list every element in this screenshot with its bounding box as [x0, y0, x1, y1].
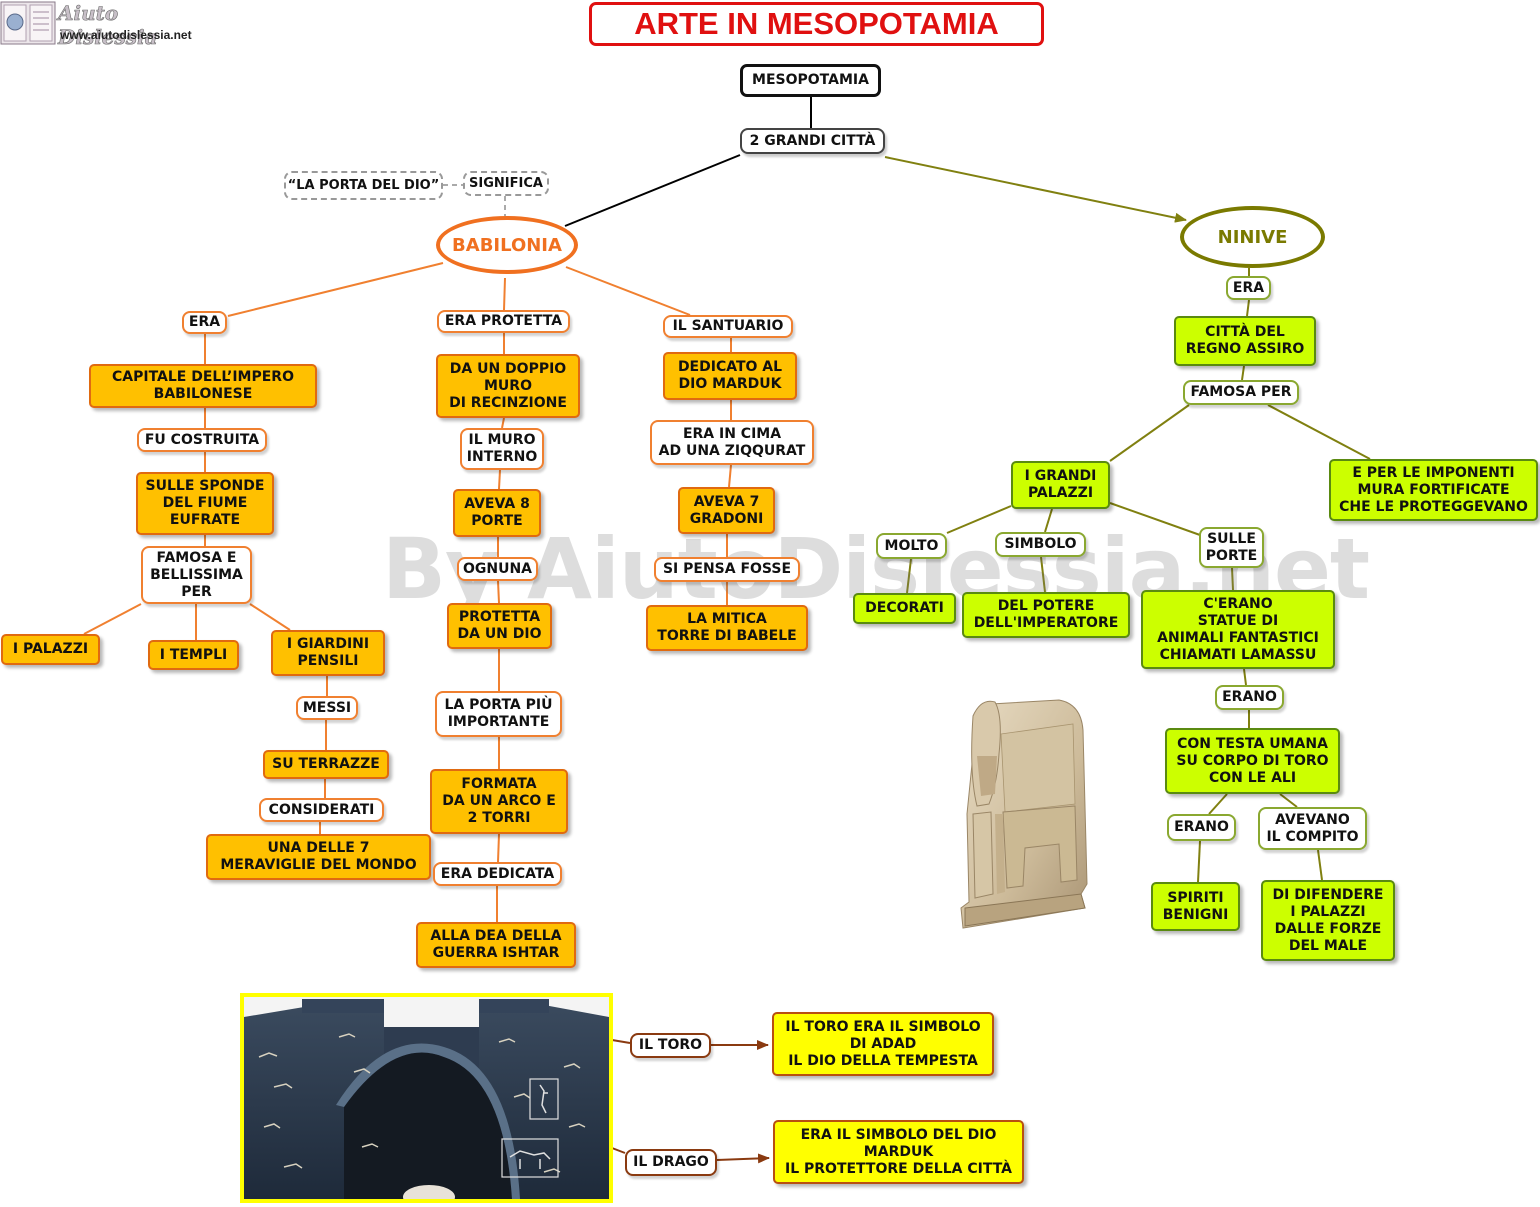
link-significa: SIGNIFICA: [463, 171, 549, 196]
link-il-toro: IL TORO: [630, 1033, 711, 1058]
node-lamassu: C'ERANO STATUE DI ANIMALI FANTASTICI CHI…: [1141, 590, 1335, 669]
link-era-dedicata: ERA DEDICATA: [433, 862, 562, 886]
link-ninive-era: ERA: [1226, 276, 1271, 300]
node-torre-babele: LA MITICA TORRE DI BABELE: [646, 605, 808, 651]
node-dedicato-marduk: DEDICATO AL DIO MARDUK: [663, 352, 797, 400]
node-drago-simbolo-marduk: ERA IL SIMBOLO DEL DIO MARDUK IL PROTETT…: [773, 1120, 1024, 1184]
link-messi: MESSI: [296, 696, 358, 720]
node-protetta-dio: PROTETTA DA UN DIO: [447, 603, 552, 649]
lamassu-statue-image: [960, 699, 1088, 929]
node-grandi-palazzi: I GRANDI PALAZZI: [1011, 461, 1110, 509]
link-sulle-porte: SULLE PORTE: [1199, 527, 1264, 568]
book-logo-icon: [0, 1, 56, 45]
link-ognuna: OGNUNA: [457, 557, 538, 581]
link-due-grandi-citta: 2 GRANDI CITTÀ: [740, 128, 885, 154]
node-sette-gradoni: AVEVA 7 GRADONI: [678, 487, 775, 534]
link-porta-importante: LA PORTA PIÙ IMPORTANTE: [435, 691, 562, 737]
link-era-protetta: ERA PROTETTA: [437, 310, 570, 333]
ishtar-gate-image: [240, 993, 613, 1203]
node-potere-imperatore: DEL POTERE DELL'IMPERATORE: [962, 592, 1130, 638]
node-babilonia: BABILONIA: [436, 216, 578, 274]
node-arco-torri: FORMATA DA UN ARCO E 2 TORRI: [430, 769, 568, 834]
link-erano: ERANO: [1215, 685, 1284, 710]
node-spiriti-benigni: SPIRITI BENIGNI: [1151, 882, 1240, 931]
link-fu-costruita: FU COSTRUITA: [137, 428, 267, 452]
node-porta-del-dio: “LA PORTA DEL DIO”: [284, 171, 443, 200]
link-il-santuario: IL SANTUARIO: [663, 315, 793, 338]
node-palazzi: I PALAZZI: [1, 634, 100, 665]
logo-url[interactable]: www.aiutodislessia.net: [60, 28, 192, 42]
node-otto-porte: AVEVA 8 PORTE: [453, 489, 541, 537]
node-regno-assiro: CITTÀ DEL REGNO ASSIRO: [1174, 316, 1316, 366]
node-toro-simbolo-adad: IL TORO ERA IL SIMBOLO DI ADAD IL DIO DE…: [772, 1012, 994, 1076]
node-mesopotamia: MESOPOTAMIA: [740, 64, 881, 97]
link-muro-interno: IL MURO INTERNO: [460, 428, 544, 470]
link-era: ERA: [182, 311, 227, 334]
node-testa-umana: CON TESTA UMANA SU CORPO DI TORO CON LE …: [1165, 728, 1340, 794]
link-erano-2: ERANO: [1167, 814, 1236, 841]
logo-name: Aiuto Dislessia: [58, 1, 158, 50]
node-sette-meraviglie: UNA DELLE 7 MERAVIGLIE DEL MONDO: [206, 834, 431, 880]
node-giardini-pensili: I GIARDINI PENSILI: [271, 630, 385, 676]
node-capitale-impero: CAPITALE DELL’IMPERO BABILONESE: [89, 364, 317, 408]
node-templi: I TEMPLI: [148, 640, 239, 670]
node-doppio-muro: DA UN DOPPIO MURO DI RECINZIONE: [436, 354, 580, 418]
node-su-terrazze: SU TERRAZZE: [263, 750, 389, 779]
node-sponde-eufrate: SULLE SPONDE DEL FIUME EUFRATE: [136, 472, 274, 535]
node-mura-fortificate: E PER LE IMPONENTI MURA FORTIFICATE CHE …: [1329, 459, 1538, 521]
link-considerati: CONSIDERATI: [259, 798, 384, 822]
link-molto: MOLTO: [876, 533, 947, 559]
node-decorati: DECORATI: [853, 593, 956, 624]
link-simbolo: SIMBOLO: [995, 532, 1086, 557]
node-difendere-palazzi: DI DIFENDERE I PALAZZI DALLE FORZE DEL M…: [1261, 880, 1395, 961]
link-ziqqurat: ERA IN CIMA AD UNA ZIQQURAT: [650, 420, 814, 465]
page-title: ARTE IN MESOPOTAMIA: [589, 2, 1044, 46]
link-famosa-per: FAMOSA PER: [1183, 380, 1299, 405]
link-il-drago: IL DRAGO: [625, 1149, 717, 1176]
site-logo: Aiuto Dislessia www.aiutodislessia.net: [0, 0, 205, 50]
link-si-pensa-fosse: SI PENSA FOSSE: [654, 557, 800, 582]
link-famosa-bellissima: FAMOSA E BELLISSIMA PER: [141, 546, 252, 604]
link-avevano-compito: AVEVANO IL COMPITO: [1258, 807, 1367, 850]
node-ninive: NINIVE: [1180, 206, 1325, 268]
node-dea-ishtar: ALLA DEA DELLA GUERRA ISHTAR: [416, 922, 576, 968]
